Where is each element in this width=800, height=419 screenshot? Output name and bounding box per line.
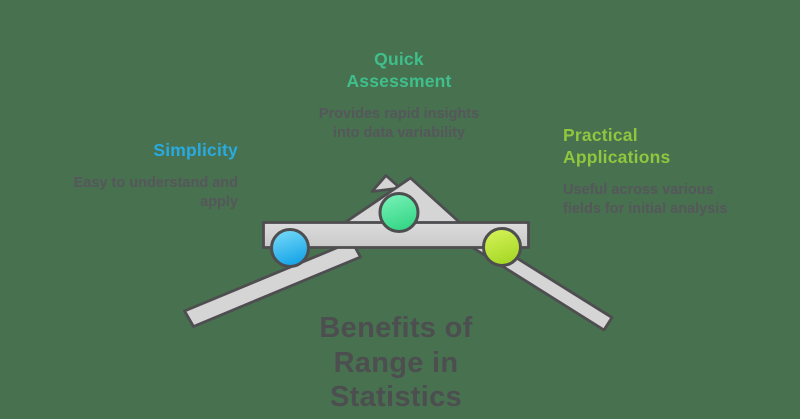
ball-simplicity bbox=[270, 228, 310, 268]
ball-practical-applications bbox=[482, 227, 522, 267]
benefit-block-quick-assessment: Quick Assessment Provides rapid insights… bbox=[303, 48, 495, 143]
apex-tip-plank bbox=[370, 174, 402, 193]
main-title: Benefits of Range in Statistics bbox=[319, 312, 473, 413]
benefit-block-practical-applications: Practical Applications Useful across var… bbox=[563, 124, 773, 219]
benefit-title-simplicity: Simplicity bbox=[153, 140, 238, 160]
benefit-description-quick-assessment: Provides rapid insights into data variab… bbox=[318, 106, 480, 141]
ball-quick-assessment bbox=[378, 192, 420, 233]
benefit-block-simplicity: Simplicity Easy to understand and apply bbox=[60, 139, 238, 212]
benefit-description-practical-applications: Useful across various fields for initial… bbox=[563, 182, 728, 217]
benefit-title-quick-assessment: Quick Assessment bbox=[346, 49, 452, 91]
benefit-description-simplicity: Easy to understand and apply bbox=[73, 175, 238, 210]
benefit-title-practical-applications: Practical Applications bbox=[563, 125, 671, 167]
